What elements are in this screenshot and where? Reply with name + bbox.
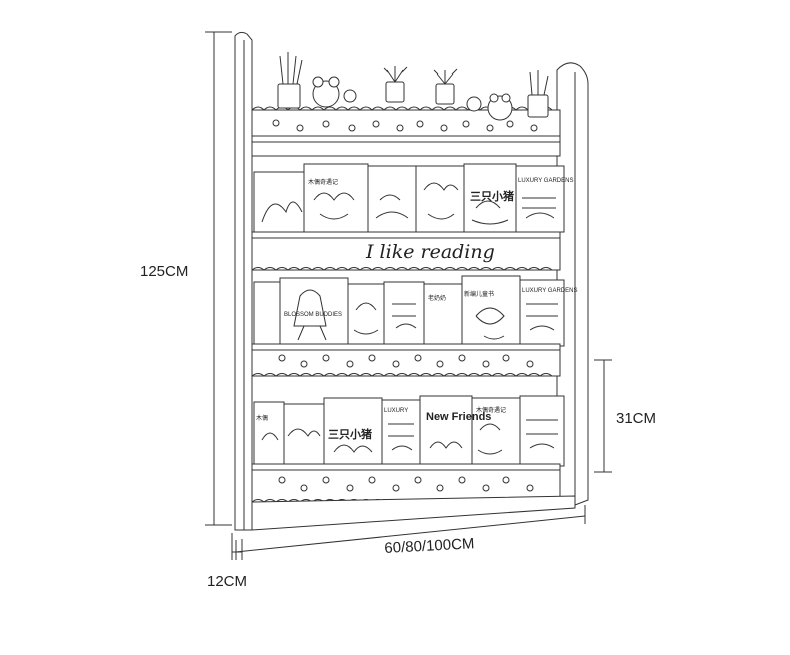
- top-board: [251, 106, 561, 143]
- shelf-2-books: [253, 275, 565, 349]
- shelf-3-books: [253, 395, 565, 469]
- width-dimension-line: [235, 505, 586, 560]
- shelf-rail-top: [251, 141, 561, 157]
- height-dimension-line: [205, 31, 232, 526]
- shelf-rail-1: [251, 231, 561, 271]
- base-board: [251, 495, 576, 531]
- book-title: 老奶奶: [428, 294, 446, 302]
- book-title: 木偶奇遇记: [476, 406, 506, 414]
- depth-label: 12CM: [207, 573, 248, 590]
- left-side-panel: [234, 31, 253, 531]
- book-title: 三只小猪: [470, 189, 514, 203]
- book-title: 木偶奇遇记: [308, 178, 338, 186]
- book-title: 木偶: [256, 414, 268, 422]
- top-decorations: [277, 52, 549, 121]
- depth-dimension-line: [231, 533, 243, 560]
- book-title: LUXURY: [384, 408, 408, 414]
- right-side-panel: [556, 62, 589, 506]
- book-title: 新编儿童书: [464, 290, 494, 298]
- book-title: BLOSSOM BUDDIES: [284, 312, 342, 318]
- height-label: 125CM: [140, 263, 189, 280]
- shelf-rail-bottom: [251, 463, 561, 503]
- shelf-slogan: I like reading: [365, 241, 495, 263]
- book-title: 三只小猪: [328, 427, 372, 441]
- book-title: LUXURY GARDENS: [518, 178, 573, 184]
- shelf-spacing-label: 31CM: [616, 410, 657, 427]
- top-board-ornaments: [272, 119, 538, 132]
- shelf-rail-2: [251, 343, 561, 377]
- shelf-1-books: [253, 163, 565, 235]
- shelf-spacing-dimension-line: [594, 359, 612, 473]
- book-title: LUXURY GARDENS: [522, 288, 577, 294]
- book-title: New Friends: [426, 411, 491, 423]
